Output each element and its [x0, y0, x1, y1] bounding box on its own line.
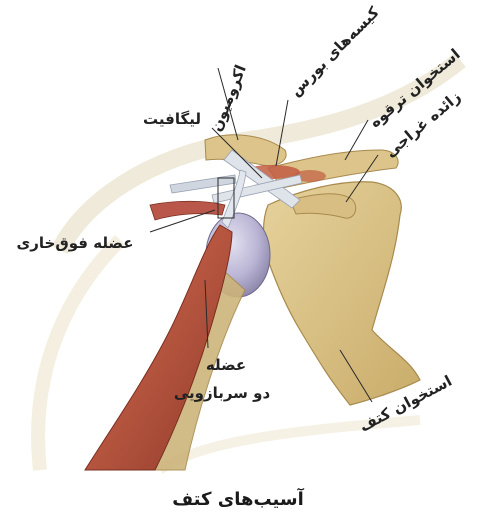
label-biceps-line2: دو سربازویی — [174, 384, 271, 402]
label-biceps-line1: عضله — [206, 356, 246, 374]
label-acromion: اکرومیون — [207, 62, 250, 134]
label-ligament: لیگافیت — [143, 110, 201, 128]
label-bursa: کیسه‌های بورس — [286, 3, 383, 100]
label-supraspinatus: عضله فوق‌خاری — [17, 234, 134, 252]
caption: آسیب‌های کتف — [172, 487, 304, 510]
